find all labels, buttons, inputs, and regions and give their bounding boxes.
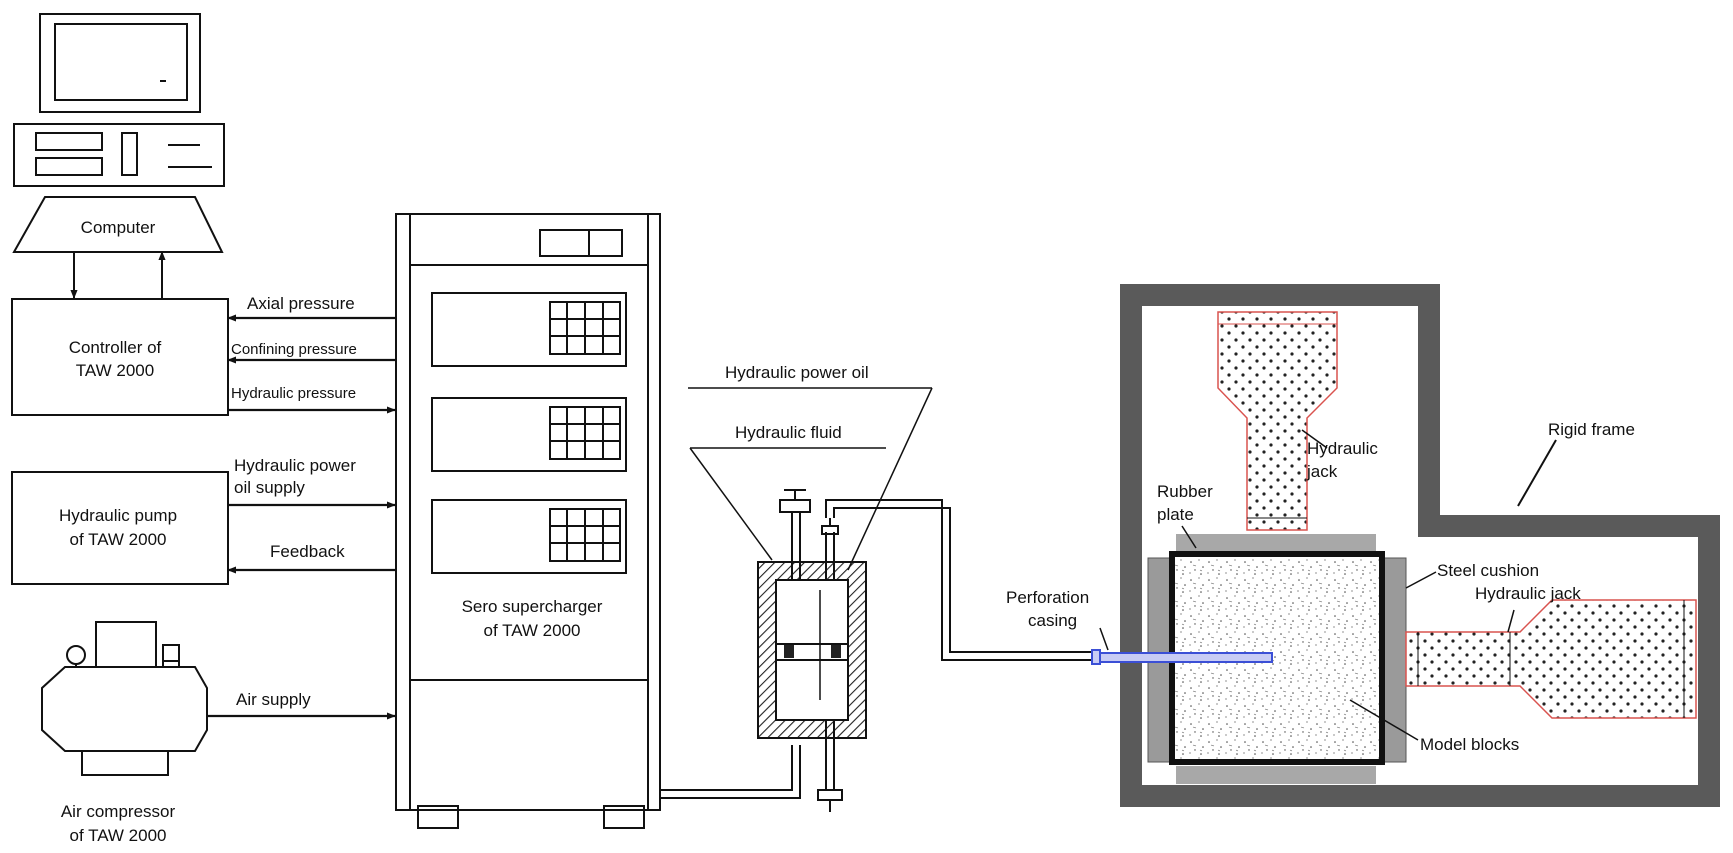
top-jack-leader	[1301, 429, 1328, 449]
perforation-casing-label-line1: Perforation	[1006, 588, 1089, 607]
rubber-plate-top	[1176, 534, 1376, 554]
supercharger-oil-pipe	[660, 745, 801, 799]
rubber-plate-bottom	[1176, 766, 1376, 784]
hydraulic-pump-label-line1: Hydraulic pump	[59, 506, 177, 525]
top-hydraulic-jack	[1217, 311, 1338, 531]
perforation-casing-label-line2: casing	[1028, 611, 1077, 630]
top-hydraulic-jack-label-line2: jack	[1306, 462, 1338, 481]
computer-monitor-icon	[39, 13, 201, 113]
feedback-label: Feedback	[270, 542, 345, 561]
sero-supercharger-cabinet	[395, 213, 661, 829]
air-compressor-label-line1: Air compressor	[61, 802, 176, 821]
axial-pressure-label: Axial pressure	[247, 294, 355, 313]
supercharger-panel-1	[431, 292, 627, 367]
right-hydraulic-jack-label: Hydraulic jack	[1475, 584, 1581, 603]
steel-cushion-leader	[1405, 571, 1437, 589]
cylinder-to-casing-pipe	[825, 499, 1096, 661]
rigid-frame	[1120, 284, 1720, 807]
hydraulic-fluid-leader	[689, 447, 773, 561]
controller-label-line2: TAW 2000	[76, 361, 154, 380]
confining-pressure-label: Confining pressure	[231, 341, 357, 358]
right-jack-leader	[1507, 609, 1515, 633]
supercharger-panel-3	[431, 499, 627, 574]
controller-label-line1: Controller of	[69, 338, 162, 357]
supercharger-panel-2	[431, 397, 627, 472]
hydraulic-fluid-label: Hydraulic fluid	[735, 423, 842, 442]
rubber-plate-leader	[1181, 525, 1197, 549]
rigid-frame-label: Rigid frame	[1548, 420, 1635, 439]
air-supply-label: Air supply	[236, 690, 311, 709]
steel-cushion-label: Steel cushion	[1437, 561, 1539, 580]
sero-supercharger-label-line2: of TAW 2000	[483, 621, 580, 640]
hydraulic-pump-label-line2: of TAW 2000	[69, 530, 166, 549]
controller-box	[11, 298, 229, 416]
computer-keyboard-icon	[12, 196, 224, 253]
rubber-plate-label-line1: Rubber	[1157, 482, 1213, 501]
sero-supercharger-label-line1: Sero supercharger	[462, 597, 603, 616]
perforation-casing-leader	[1099, 627, 1109, 651]
computer-case-icon	[13, 123, 225, 187]
rigid-frame-leader	[1517, 439, 1557, 507]
rubber-plate-label-line2: plate	[1157, 505, 1194, 524]
hydraulic-pressure-label: Hydraulic pressure	[231, 385, 356, 402]
model-blocks-leader	[1349, 699, 1419, 741]
hydraulic-pump-box	[11, 471, 229, 585]
computer-label: Computer	[81, 218, 156, 237]
hydraulic-power-oil-leader	[847, 387, 933, 571]
hydraulic-power-oil-supply-label-line2: oil supply	[234, 478, 305, 497]
model-blocks-label: Model blocks	[1420, 735, 1519, 754]
hydraulic-cylinder	[757, 489, 867, 812]
perforation-casing	[1091, 649, 1273, 665]
hydraulic-power-oil-supply-label-line1: Hydraulic power	[234, 456, 356, 475]
top-hydraulic-jack-label-line1: Hydraulic	[1307, 439, 1378, 458]
air-compressor-label-line2: of TAW 2000	[69, 826, 166, 845]
hydraulic-power-oil-label: Hydraulic power oil	[725, 363, 869, 382]
air-compressor-icon	[41, 621, 208, 776]
right-hydraulic-jack	[1405, 599, 1697, 719]
